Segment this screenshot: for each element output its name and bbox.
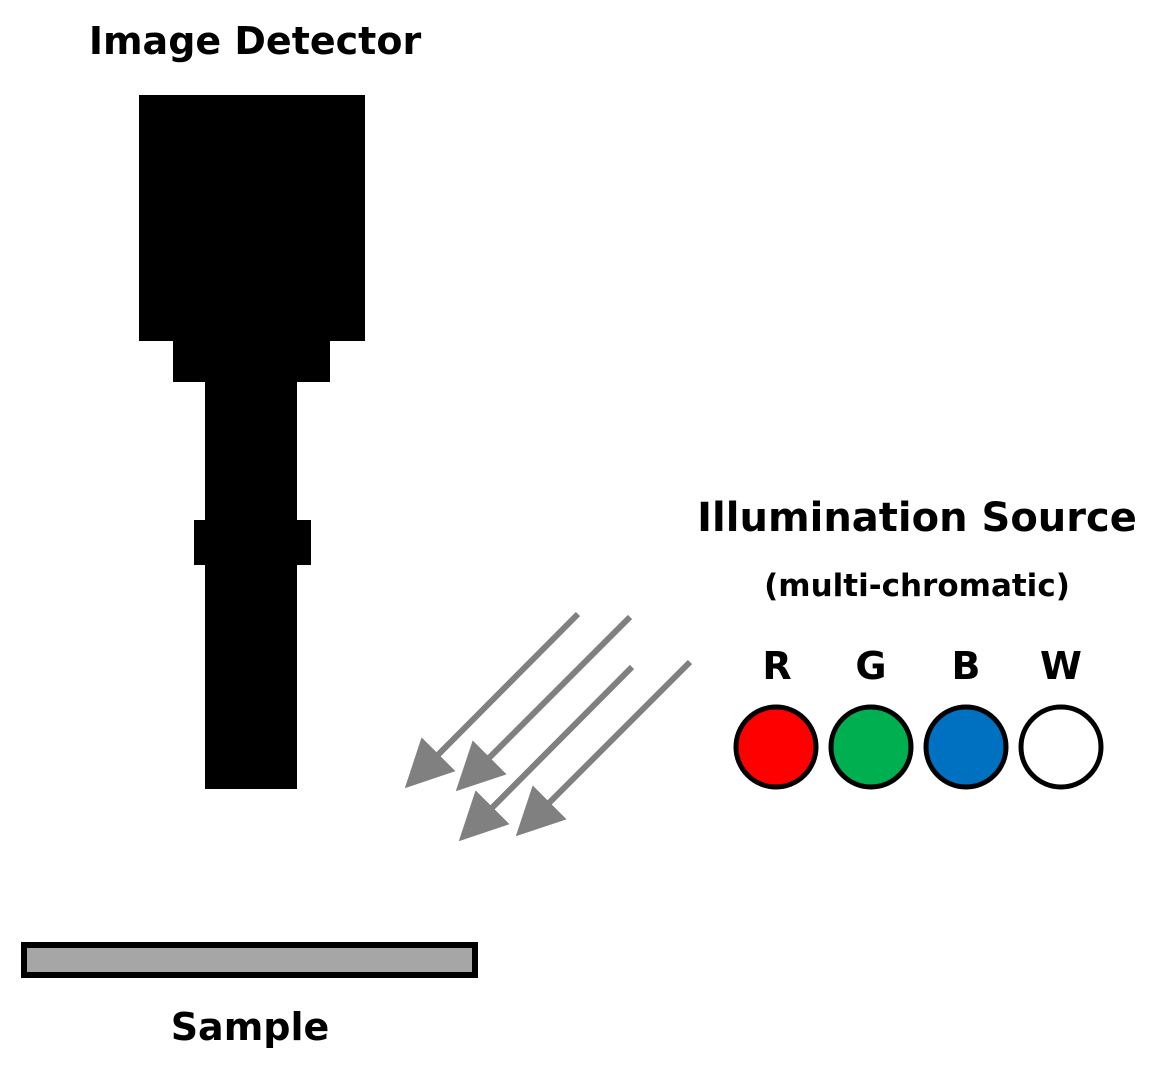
detector-label: Image Detector bbox=[89, 19, 422, 63]
light-arrows bbox=[404, 611, 693, 842]
led-letter-w: W bbox=[1040, 644, 1082, 688]
detector-lens-ring bbox=[194, 520, 311, 565]
camera-detector-icon bbox=[139, 95, 365, 789]
sample-label: Sample bbox=[171, 1005, 330, 1049]
illumination-source-title: Illumination Source bbox=[697, 495, 1137, 541]
light-arrow-icon bbox=[455, 614, 633, 792]
illumination-source-subtitle: (multi-chromatic) bbox=[764, 568, 1070, 604]
led-red bbox=[733, 704, 819, 790]
led-white bbox=[1018, 704, 1104, 790]
light-arrow-icon bbox=[458, 664, 635, 842]
led-green bbox=[828, 704, 914, 790]
led-letter-r: R bbox=[762, 644, 791, 688]
light-arrow-icon bbox=[404, 611, 581, 789]
detector-lens-lower bbox=[205, 563, 297, 789]
led-blue bbox=[923, 704, 1009, 790]
light-arrow-icon bbox=[515, 659, 693, 837]
detector-body bbox=[139, 95, 365, 341]
detector-neck bbox=[173, 340, 330, 382]
led-letter-b: B bbox=[952, 644, 981, 688]
led-letter-g: G bbox=[855, 644, 886, 688]
detector-lens-upper bbox=[205, 381, 297, 523]
sample-slide bbox=[21, 942, 478, 978]
